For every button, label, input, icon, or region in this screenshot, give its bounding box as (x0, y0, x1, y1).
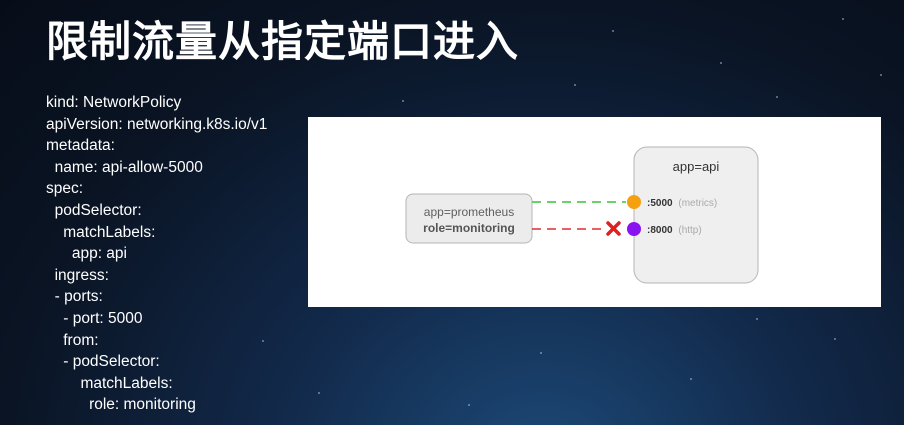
port-8000-number: :8000 (647, 225, 673, 236)
yaml-line: role: monitoring (46, 396, 196, 414)
port-8000-text: :8000 (http) (647, 225, 702, 236)
yaml-line: - podSelector: (46, 353, 160, 371)
port-5000-note: (metrics) (678, 198, 717, 209)
target-pod-label: app=api (673, 159, 720, 174)
port-8000-dot (627, 222, 641, 236)
yaml-line: from: (46, 331, 99, 349)
blocked-x-icon (606, 221, 621, 236)
yaml-line: ingress: (46, 266, 109, 284)
yaml-line: - port: 5000 (46, 309, 143, 327)
yaml-line: kind: NetworkPolicy (46, 94, 182, 111)
source-pod-label-role: role=monitoring (423, 221, 515, 235)
yaml-line: app: api (46, 245, 127, 263)
target-pod-box (633, 146, 759, 284)
slide-title: 限制流量从指定端口进入 (46, 17, 520, 66)
source-pod-box (405, 193, 533, 244)
yaml-line: metadata: (46, 137, 115, 155)
port-5000-number: :5000 (647, 198, 673, 209)
port-8000-note: (http) (678, 225, 701, 236)
yaml-line: spec: (46, 180, 84, 198)
traffic-diagram: app=prometheus role=monitoring app=api :… (405, 146, 759, 284)
yaml-line: apiVersion: networking.k8s.io/v1 (46, 115, 268, 133)
source-pod-label-app: app=prometheus (424, 205, 514, 219)
yaml-line: podSelector: (46, 201, 142, 219)
network-policy-yaml: kind: NetworkPolicy apiVersion: networki… (46, 92, 267, 416)
yaml-line: matchLabels: (46, 374, 173, 392)
yaml-line: name: api-allow-5000 (46, 158, 203, 176)
yaml-line: - ports: (46, 288, 103, 306)
yaml-line: matchLabels: (46, 223, 156, 241)
port-5000-text: :5000 (metrics) (647, 198, 717, 209)
port-5000-dot (627, 195, 641, 209)
traffic-diagram-panel: app=prometheus role=monitoring app=api :… (308, 117, 881, 307)
